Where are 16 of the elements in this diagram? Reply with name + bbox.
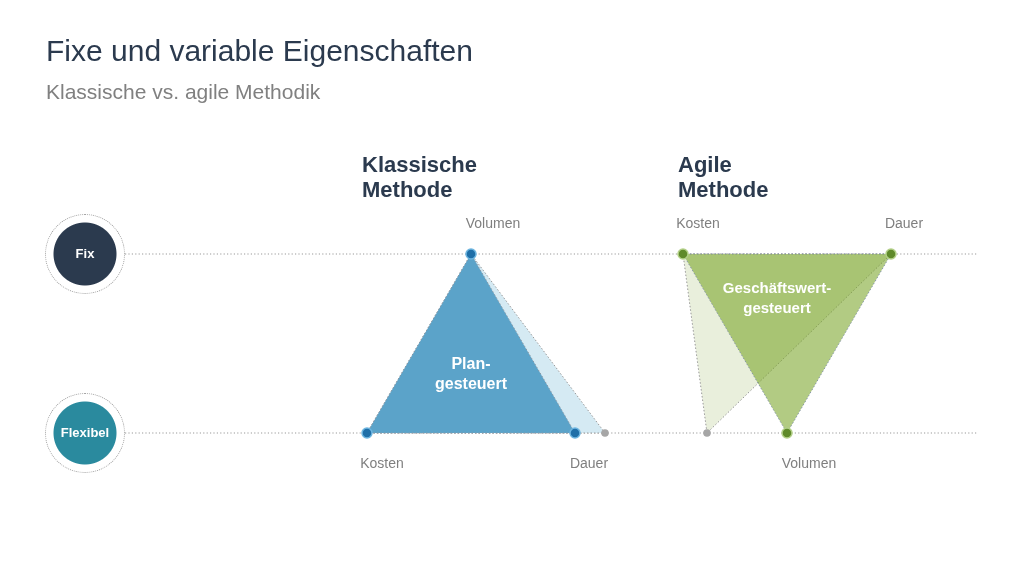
column-heading: Agile Methode (678, 152, 769, 202)
dotted-line (124, 253, 979, 255)
triangle-label: Geschäftswert- gesteuert (721, 278, 833, 318)
vertex-label: Kosten (360, 455, 404, 471)
column-heading: Klassische Methode (362, 152, 477, 202)
vertex-label: Dauer (569, 455, 609, 471)
vertex-label: Volumen (781, 455, 837, 471)
dotted-line (124, 432, 979, 434)
title: Fixe und variable Eigenschaften (46, 34, 473, 68)
vertex-label: Volumen (465, 215, 521, 231)
vertex-label: Dauer (884, 215, 924, 231)
triangle-label: Plan- gesteuert (434, 354, 508, 394)
circle-label: Fix (75, 246, 95, 262)
vertex-label: Kosten (676, 215, 720, 231)
subtitle: Klassische vs. agile Methodik (46, 80, 321, 104)
circle-label: Flexibel (60, 425, 110, 441)
